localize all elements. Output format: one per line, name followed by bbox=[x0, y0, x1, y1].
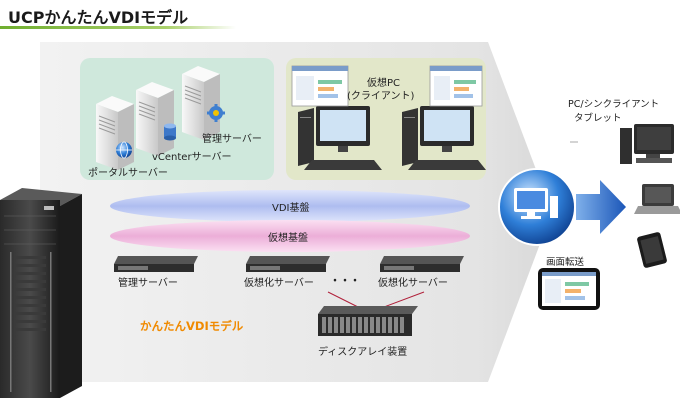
server-tower-icon bbox=[96, 96, 134, 170]
disk-array-icon bbox=[318, 306, 418, 336]
rack-server-icon bbox=[114, 256, 198, 272]
virt-server-label-1: 仮想化サーバー bbox=[244, 278, 314, 289]
portal-server-label: ポータルサーバー bbox=[88, 168, 168, 179]
server-tower-icon bbox=[182, 66, 220, 140]
rack-server-icon bbox=[380, 256, 464, 272]
network-globe-icon bbox=[498, 168, 576, 246]
vdi-platform-label: VDI基盤 bbox=[272, 203, 310, 214]
globe-icon bbox=[116, 141, 132, 159]
transfer-arrow bbox=[576, 180, 626, 234]
screen-window-icon bbox=[429, 65, 483, 107]
desktop-pc-icon bbox=[402, 106, 486, 170]
model-name-label: かんたんVDIモデル bbox=[140, 319, 244, 333]
database-icon bbox=[164, 123, 176, 141]
ellipsis-dots: ・・・ bbox=[330, 276, 360, 287]
vcenter-server-label: vCenterサーバー bbox=[152, 152, 232, 163]
disk-array-label: ディスクアレイ装置 bbox=[318, 347, 408, 358]
page-title: UCPかんたんVDIモデル bbox=[8, 8, 189, 27]
tablet-label: タブレット bbox=[574, 113, 622, 124]
screen-transfer-label: 画面転送 bbox=[546, 257, 585, 268]
mgmt-server-label: 管理サーバー bbox=[202, 134, 262, 145]
mgmt-server-rack-label: 管理サーバー bbox=[118, 278, 178, 289]
pc-thin-client-label: PC/シンクライアント bbox=[568, 99, 660, 110]
virtual-platform-label: 仮想基盤 bbox=[268, 233, 308, 244]
screen-window-icon bbox=[291, 65, 349, 107]
desktop-pc-icon bbox=[298, 106, 382, 170]
virt-server-label-2: 仮想化サーバー bbox=[378, 278, 448, 289]
tablet-icon bbox=[538, 268, 600, 310]
rack-server-icon bbox=[246, 256, 330, 272]
server-tower-icon bbox=[136, 82, 174, 156]
rack-cabinet-icon bbox=[0, 188, 82, 398]
client-label: (クライアント) bbox=[347, 91, 415, 102]
gear-icon bbox=[207, 104, 225, 122]
laptop-icon bbox=[634, 184, 680, 214]
title-underline bbox=[0, 26, 236, 29]
desktop-pc-icon bbox=[620, 124, 674, 164]
tablet-icon bbox=[637, 232, 667, 268]
vdi-platform-ellipse bbox=[110, 190, 470, 222]
virtual-pc-label: 仮想PC bbox=[367, 78, 401, 89]
virtual-platform-ellipse bbox=[110, 220, 470, 252]
